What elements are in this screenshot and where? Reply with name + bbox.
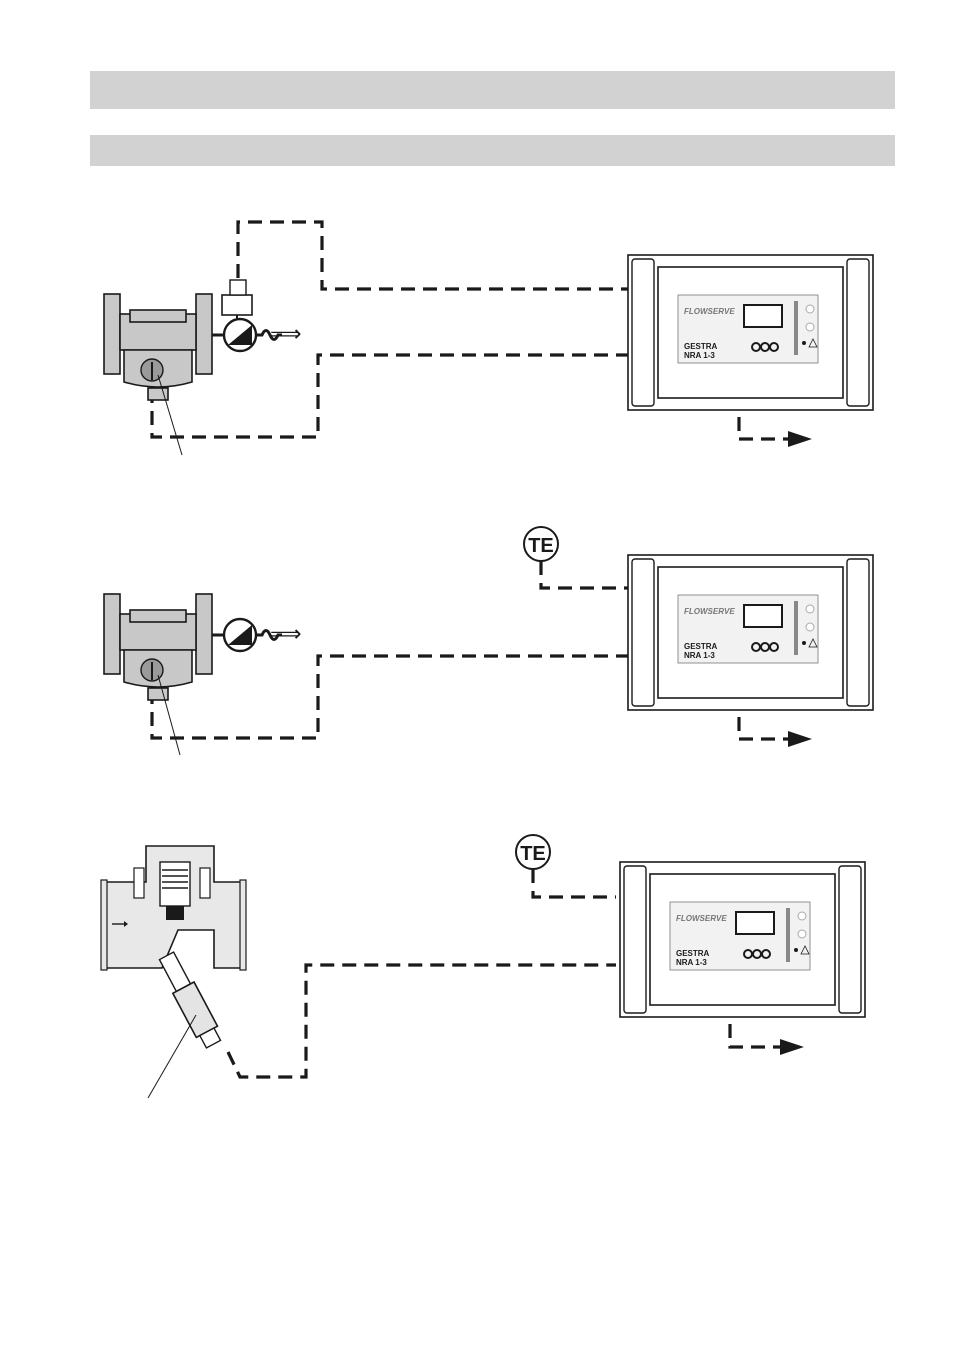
scenario-1: ⟹ FLOWSERVE GESTRA NRA 1-3: [103, 220, 874, 456]
model-1b: NRA 1-3: [684, 351, 715, 360]
header-bar-1: [90, 71, 895, 109]
scenario-2: ⟹: [103, 593, 630, 756]
leader-line-3: [147, 1014, 197, 1099]
te-label-2: TE: [520, 843, 546, 865]
signal-line-1b: [150, 353, 630, 439]
controller-1: [627, 254, 874, 411]
valve-body: [100, 845, 247, 971]
steam-trap-1: [103, 293, 213, 401]
te-line-2: [531, 869, 616, 899]
level-switch: [221, 279, 253, 320]
model-3a: GESTRA: [676, 949, 710, 958]
model-2a: GESTRA: [684, 642, 718, 651]
output-line-3: [728, 1024, 780, 1049]
model-3b: NRA 1-3: [676, 958, 707, 967]
brand-3: FLOWSERVE: [676, 914, 727, 923]
header-bar-2: [90, 135, 895, 166]
controller-3: [619, 861, 866, 1018]
signal-line-3: [226, 963, 616, 1079]
flow-arrow-1: ⟹: [270, 321, 302, 346]
output-arrow-1: [788, 431, 812, 447]
model-2b: NRA 1-3: [684, 651, 715, 660]
te-label-1: TE: [528, 535, 554, 557]
output-line-1: [737, 417, 790, 441]
output-arrow-2: [788, 731, 812, 747]
steam-trap-2: [103, 593, 213, 701]
flow-arrow-2: ⟹: [270, 621, 302, 646]
te-line-1: [539, 561, 630, 590]
controller-2: [627, 554, 874, 711]
signal-line-1a: [236, 220, 630, 291]
leader-line-1: [157, 374, 183, 456]
scenario-2-panel: TE FLOWSERVE GESTRA NRA 1-3: [523, 526, 874, 747]
output-line-2: [737, 717, 790, 741]
scenario-3: TE FLOWSERVE GESTRA NRA 1-3: [100, 834, 866, 1099]
signal-line-2: [150, 654, 630, 740]
leader-line-2: [157, 674, 181, 756]
brand-1: FLOWSERVE: [684, 307, 735, 316]
brand-2: FLOWSERVE: [684, 607, 735, 616]
model-1a: GESTRA: [684, 342, 718, 351]
output-arrow-3: [780, 1039, 804, 1055]
probe: [158, 951, 222, 1049]
